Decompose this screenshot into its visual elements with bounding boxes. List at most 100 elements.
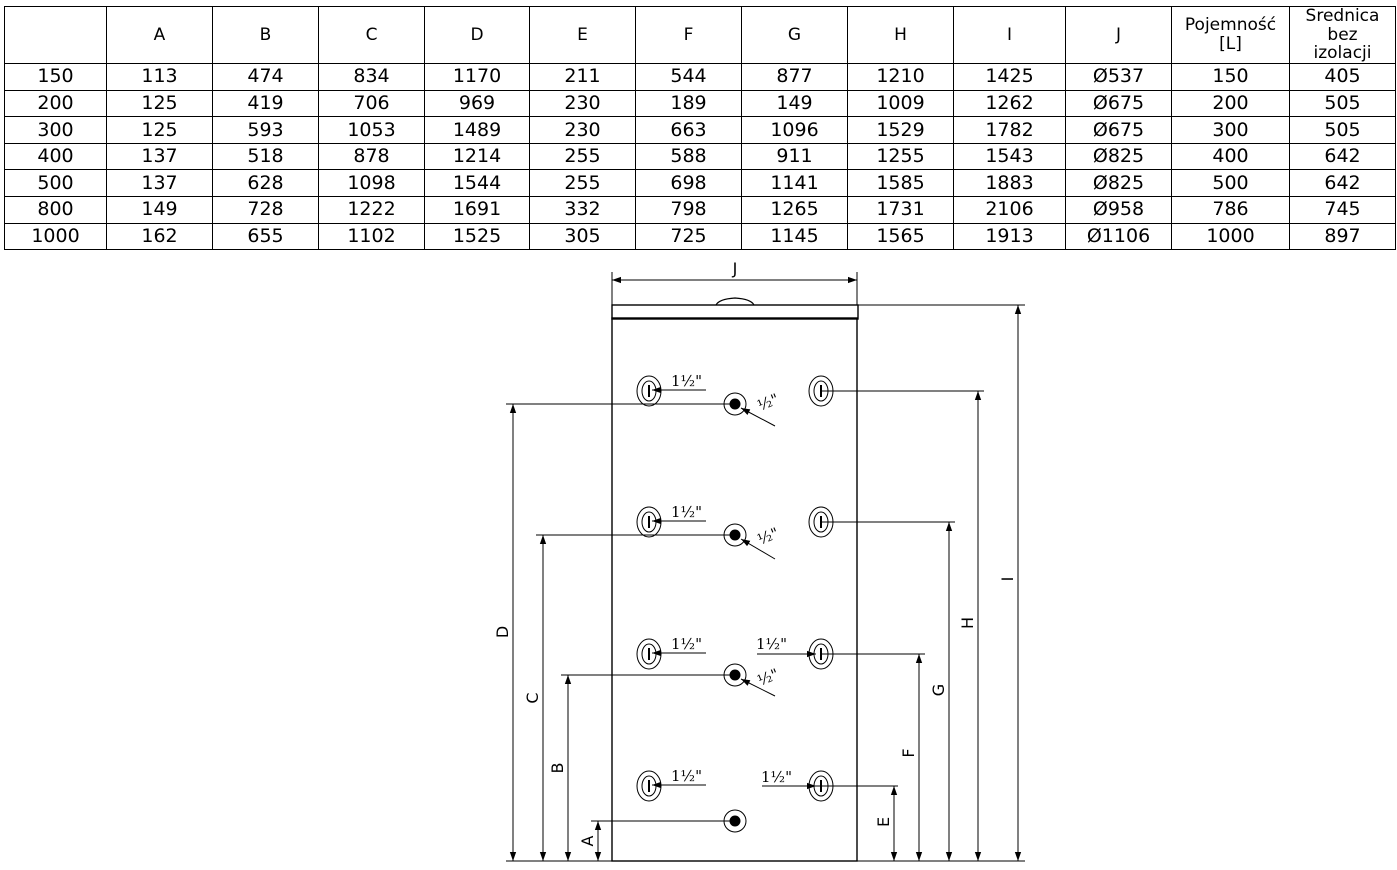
cell-capacity: 400 [1171,142,1290,171]
cell-d: 1489 [424,116,530,144]
size-label-left-1: 1½" [671,372,702,390]
cell-b: 628 [212,169,319,198]
cell-diameter: 505 [1289,116,1396,144]
cell-d: 1525 [424,222,530,251]
connection-right-2 [808,506,834,538]
header-row: A B C D E F G H I J Pojemność[L] Srednic… [4,5,1396,65]
dim-label-i: I [998,577,1017,582]
cell-g: 1141 [741,169,848,198]
size-label-left-2: 1½" [671,503,702,521]
size-label-sensor-3: ½" [755,665,782,690]
cell-model: 1000 [4,222,107,251]
cell-h: 1210 [847,63,954,91]
cell-h: 1731 [847,196,954,224]
dimensions-table: A B C D E F G H I J Pojemność[L] Srednic… [4,5,1396,251]
cell-b: 474 [212,63,319,91]
cell-e: 305 [529,222,636,251]
cell-diameter: 405 [1289,63,1396,91]
size-label-sensor-1: ½" [755,390,782,415]
cell-j: Ø675 [1065,89,1172,118]
connection-right-1 [808,375,834,407]
cell-c: 1102 [318,222,425,251]
cell-e: 255 [529,142,636,171]
cell-capacity: 300 [1171,116,1290,144]
cell-g: 877 [741,63,848,91]
cell-b: 728 [212,196,319,224]
cell-diameter: 897 [1289,222,1396,251]
cell-f: 698 [635,169,742,198]
cell-diameter: 642 [1289,169,1396,198]
header-cell-j: J [1065,5,1172,65]
header-cell-capacity: Pojemność[L] [1171,5,1290,65]
dim-label-c: C [523,692,542,703]
size-label-right-3: 1½" [756,635,787,653]
cell-c: 706 [318,89,425,118]
lid-cap [715,297,755,306]
cell-capacity: 786 [1171,196,1290,224]
dim-label-f: F [899,748,918,757]
sensor-socket-2 [723,523,776,560]
cell-c: 878 [318,142,425,171]
cell-i: 2106 [953,196,1066,224]
cell-model: 150 [4,63,107,91]
cell-d: 1544 [424,169,530,198]
connection-left-3 [636,638,706,670]
size-label-sensor-2: ½" [755,524,782,549]
cell-g: 1096 [741,116,848,144]
header-cell-g: G [741,5,848,65]
cell-diameter: 505 [1289,89,1396,118]
cell-d: 969 [424,89,530,118]
dim-label-a: A [578,835,597,846]
dim-label-e: E [874,817,893,827]
sensor-socket-1 [723,392,776,427]
cell-model: 300 [4,116,107,144]
connection-left-4 [636,770,706,802]
cell-e: 230 [529,116,636,144]
cell-d: 1170 [424,63,530,91]
header-cell-model [4,5,107,65]
size-label-left-3: 1½" [671,635,702,653]
cell-a: 149 [106,196,213,224]
header-cell-i: I [953,5,1066,65]
cell-a: 113 [106,63,213,91]
header-cell-d: D [424,5,530,65]
header-cell-c: C [318,5,425,65]
cell-g: 149 [741,89,848,118]
sensor-socket-4 [723,809,747,833]
cell-e: 230 [529,89,636,118]
connection-right-4 [762,770,834,802]
cell-i: 1543 [953,142,1066,171]
cell-g: 911 [741,142,848,171]
cell-g: 1145 [741,222,848,251]
cell-j: Ø1106 [1065,222,1172,251]
cell-b: 419 [212,89,319,118]
dim-label-j: J [732,259,738,278]
cell-capacity: 1000 [1171,222,1290,251]
cell-e: 255 [529,169,636,198]
sensor-socket-3 [723,663,776,697]
connection-left-2 [636,506,706,538]
cell-i: 1782 [953,116,1066,144]
cell-b: 655 [212,222,319,251]
cell-model: 500 [4,169,107,198]
connection-right-3 [757,638,834,670]
dim-label-h: H [958,617,977,629]
cell-a: 125 [106,116,213,144]
cell-f: 725 [635,222,742,251]
cell-i: 1913 [953,222,1066,251]
cell-c: 834 [318,63,425,91]
size-label-right-4: 1½" [761,768,792,786]
dim-label-b: B [548,763,567,774]
dim-label-g: G [929,684,948,696]
header-cell-h: H [847,5,954,65]
header-cell-f: F [635,5,742,65]
cell-model: 400 [4,142,107,171]
cell-f: 663 [635,116,742,144]
header-cell-e: E [529,5,636,65]
